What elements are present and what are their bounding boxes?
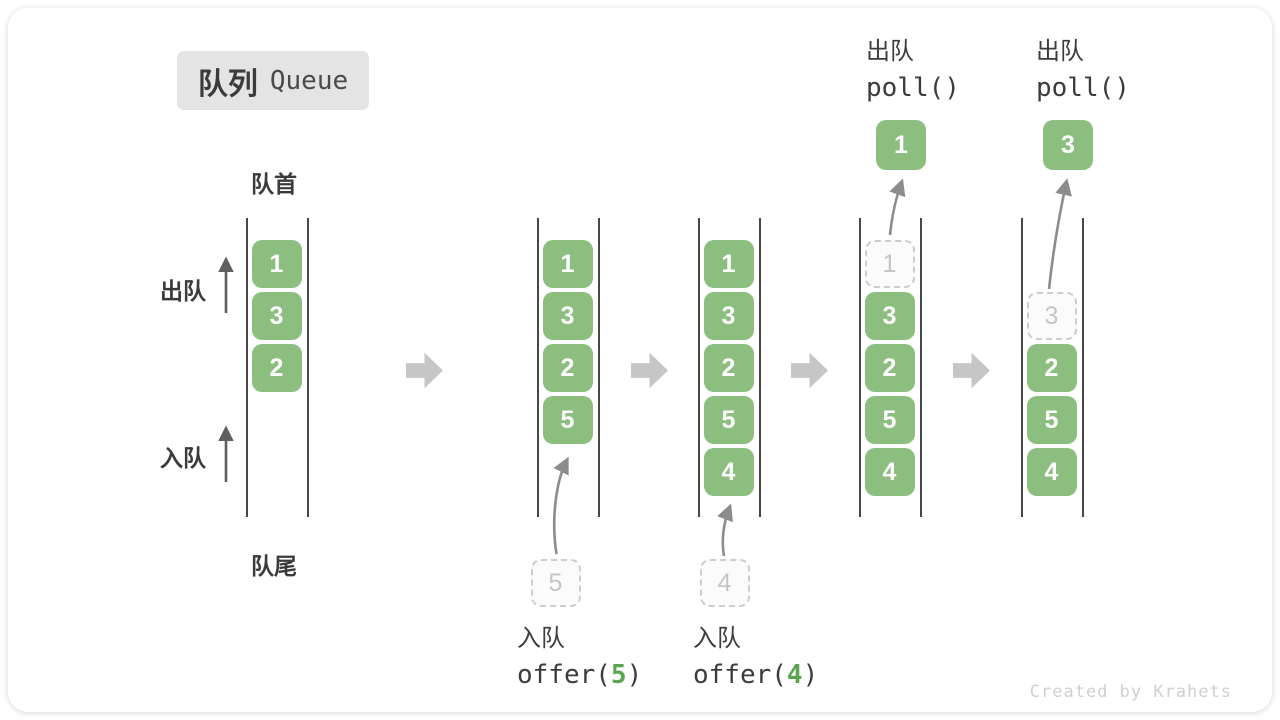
queue-cell: 4: [864, 448, 915, 496]
op-code: offer(5): [517, 660, 643, 690]
enqueue-side-label: 入队: [160, 445, 206, 471]
op-text: 出队: [866, 38, 914, 65]
op-code-arg: 5: [610, 660, 627, 690]
queue-cell: 2: [703, 344, 754, 392]
title-zh: 队列: [197, 67, 258, 101]
queue-cell: 4: [1026, 448, 1077, 496]
queue-cell: 1: [542, 240, 593, 288]
enqueue-op-label: 入队 offer(4): [693, 625, 819, 690]
queue-wall-right: [920, 218, 922, 517]
queue-cell: 1: [251, 240, 302, 288]
queue-cell: 2: [864, 344, 915, 392]
dequeue-op-label: 出队 poll(): [1036, 38, 1130, 103]
queue-cell: 5: [864, 396, 915, 444]
queue-wall-right: [759, 218, 761, 517]
queue-wall-left: [246, 218, 248, 517]
move-arrow-icon: [888, 178, 906, 236]
next-step-arrow-icon: [406, 352, 443, 389]
op-text: 入队: [693, 625, 741, 652]
title-badge: 队列 Queue: [177, 51, 369, 110]
queue-wall-right: [307, 218, 309, 517]
queue-wall-left: [1021, 218, 1023, 517]
queue-cell: 3: [703, 292, 754, 340]
incoming-ghost-box: 5: [530, 559, 581, 607]
watermark: Created by Krahets: [1029, 682, 1232, 702]
queue-front-label: 队首: [251, 171, 297, 197]
queue-cell: 2: [251, 344, 302, 392]
next-step-arrow-icon: [953, 352, 990, 389]
queue-cell: 3: [864, 292, 915, 340]
queue-cell-ghost: 3: [1026, 292, 1077, 340]
queue-wall-right: [1082, 218, 1084, 517]
queue-wall-left: [859, 218, 861, 517]
dequeue-side-label: 出队: [160, 278, 206, 304]
queue-cell: 4: [703, 448, 754, 496]
queue-cell: 3: [542, 292, 593, 340]
queue-cell: 5: [1026, 396, 1077, 444]
incoming-ghost-box: 4: [699, 559, 750, 607]
next-step-arrow-icon: [791, 352, 828, 389]
queue-cell: 2: [542, 344, 593, 392]
queue-cell: 3: [251, 292, 302, 340]
op-text: 出队: [1036, 38, 1084, 65]
enqueue-op-label: 入队 offer(5): [517, 625, 643, 690]
title-en: Queue: [269, 65, 349, 96]
move-arrow-icon: [552, 456, 569, 555]
op-code: poll(): [866, 73, 960, 103]
next-step-arrow-icon: [631, 352, 668, 389]
queue-cell: 2: [1026, 344, 1077, 392]
move-arrow-icon: [1047, 178, 1072, 290]
popped-box: 1: [876, 120, 926, 170]
queue-wall-left: [698, 218, 700, 517]
move-arrow-icon: [717, 503, 733, 557]
queue-wall-left: [537, 218, 539, 517]
op-code-arg: 4: [786, 660, 803, 690]
dequeue-op-label: 出队 poll(): [866, 38, 960, 103]
op-code: offer(4): [693, 660, 819, 690]
popped-box: 3: [1043, 120, 1093, 170]
op-code: poll(): [1036, 73, 1130, 103]
queue-rear-label: 队尾: [251, 553, 297, 579]
queue-cell: 5: [542, 396, 593, 444]
queue-cell: 5: [703, 396, 754, 444]
queue-cell: 1: [703, 240, 754, 288]
queue-cell-ghost: 1: [864, 240, 915, 288]
queue-wall-right: [598, 218, 600, 517]
op-text: 入队: [517, 625, 565, 652]
